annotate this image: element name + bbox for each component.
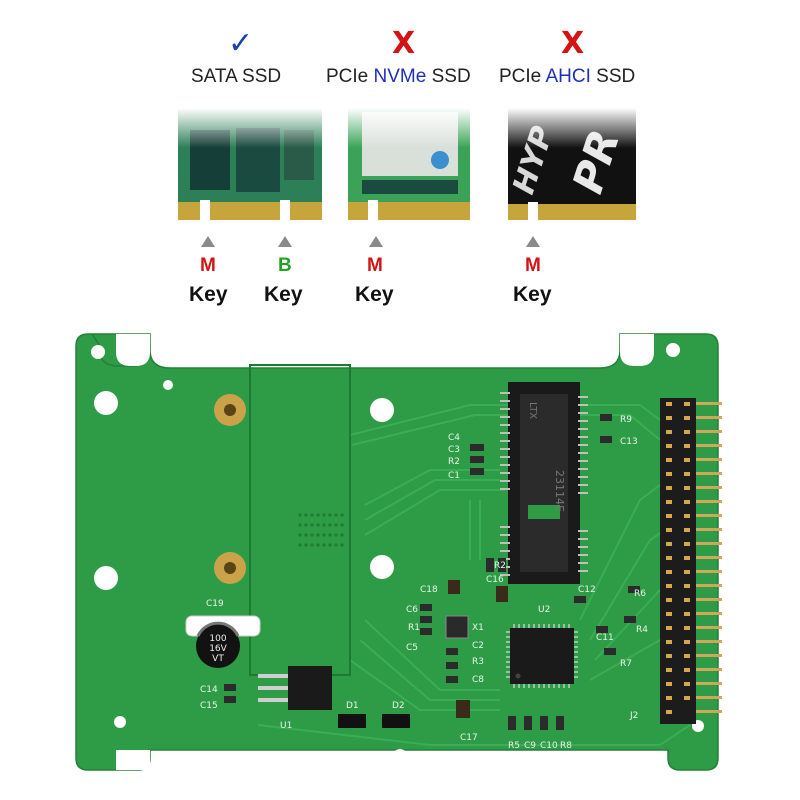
svg-text:C17: C17 [460, 733, 478, 743]
svg-text:C8: C8 [472, 675, 484, 685]
b-key-arrow-icon [278, 236, 292, 247]
svg-text:R4: R4 [636, 625, 648, 635]
sata-ssd-label: SATA SSD [191, 66, 282, 87]
pcie-nvme-ssd-label: PCIe NVMe SSD [326, 66, 471, 87]
ide-header [660, 398, 722, 724]
electrolytic-capacitor: 100 16V VT [185, 615, 261, 668]
svg-text:C3: C3 [448, 445, 460, 455]
svg-text:R3: R3 [472, 657, 484, 667]
cap-value: 100 [209, 634, 226, 644]
svg-text:C18: C18 [420, 585, 438, 595]
socket-print: 23114E [553, 470, 566, 512]
svg-text:C4: C4 [448, 433, 460, 443]
svg-text:U2: U2 [538, 605, 550, 615]
key-word: Key [355, 283, 394, 306]
crystal [445, 615, 469, 639]
smd-components [224, 414, 640, 730]
svg-text:X1: X1 [472, 623, 484, 633]
svg-text:R8: R8 [560, 741, 572, 751]
diode-d1 [338, 714, 366, 728]
svg-text:C19: C19 [206, 599, 224, 609]
svg-text:R5: R5 [508, 741, 520, 751]
cap-brand: VT [212, 654, 224, 664]
svg-text:C13: C13 [620, 437, 638, 447]
svg-text:J2: J2 [629, 711, 638, 721]
svg-text:R7: R7 [620, 659, 632, 669]
via-grid [298, 513, 344, 547]
svg-text:C6: C6 [406, 605, 418, 615]
key-word: Key [513, 283, 552, 306]
key-letter-m: M [367, 255, 383, 276]
pcie-ahci-ssd-label: PCIe AHCI SSD [499, 66, 636, 87]
key-letter-m: M [200, 255, 216, 276]
svg-text:R2: R2 [448, 457, 460, 467]
svg-text:C2: C2 [472, 641, 484, 651]
svg-text:C14: C14 [200, 685, 218, 695]
svg-text:R1: R1 [408, 623, 420, 633]
svg-text:R2: R2 [494, 561, 506, 571]
m-key-arrow-icon [201, 236, 215, 247]
diode-d2 [382, 714, 410, 728]
ahci-ssd-image: HYP PR [506, 108, 636, 224]
key-word: Key [264, 283, 303, 306]
key-letter-b: B [278, 255, 292, 276]
cross-mark-icon: X [561, 26, 585, 61]
svg-text:C16: C16 [486, 575, 504, 585]
silkscreen-labels: C19 C14 C15 U1 D1 D2 C18 C6 R1 C5 C2 R3 … [200, 415, 648, 751]
svg-text:R6: R6 [634, 589, 646, 599]
svg-text:R9: R9 [620, 415, 632, 425]
m-key-arrow-icon [526, 236, 540, 247]
svg-text:C5: C5 [406, 643, 418, 653]
sata-ssd-image [178, 108, 322, 222]
key-word: Key [189, 283, 228, 306]
svg-text:C11: C11 [596, 633, 614, 643]
svg-text:C1: C1 [448, 471, 460, 481]
socket-brand: LTX [527, 402, 538, 419]
svg-text:C12: C12 [578, 585, 596, 595]
svg-text:C15: C15 [200, 701, 218, 711]
svg-text:C9: C9 [524, 741, 536, 751]
key-letter-m: M [525, 255, 541, 276]
controller-chip [506, 624, 578, 688]
voltage-regulator [258, 666, 332, 710]
svg-text:D2: D2 [392, 701, 405, 711]
check-mark-icon: ✓ [228, 26, 254, 61]
svg-text:U1: U1 [280, 721, 292, 731]
m-key-arrow-icon [369, 236, 383, 247]
mounting-holes [91, 343, 704, 763]
cap-voltage: 16V [209, 644, 227, 654]
cross-mark-icon: X [392, 26, 416, 61]
svg-text:C10: C10 [540, 741, 558, 751]
svg-text:D1: D1 [346, 701, 359, 711]
standoffs [214, 394, 246, 584]
m2-socket: 23114E LTX [500, 382, 588, 584]
nvme-ssd-image [348, 108, 470, 222]
